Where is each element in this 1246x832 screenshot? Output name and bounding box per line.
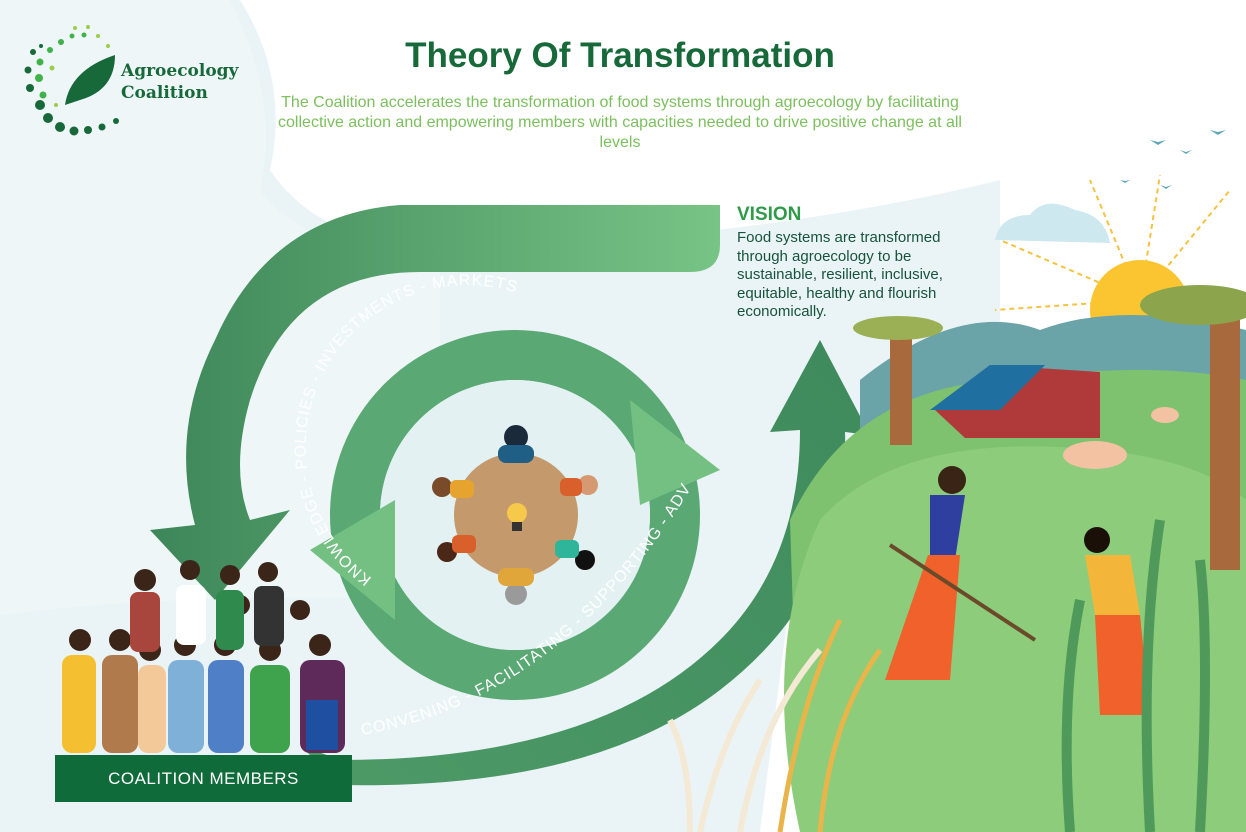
birds-icon — [1120, 130, 1226, 189]
coalition-members-illustration — [62, 560, 345, 753]
vision-text: Food systems are transformed through agr… — [737, 229, 943, 320]
round-table-illustration — [432, 425, 598, 605]
inner-arrowhead-right — [630, 400, 720, 505]
page-title: Theory Of Transformation — [405, 36, 835, 75]
outer-arrow-top — [150, 205, 720, 600]
inner-cycle-label: KNOWLEDGE - POLICIES - INVESTMENTS - MAR… — [293, 272, 520, 588]
vision-heading: VISION — [737, 204, 802, 225]
inner-cycle-ring — [330, 330, 700, 700]
logo-line2: Coalition — [121, 83, 208, 103]
inner-circle — [380, 380, 650, 650]
page-subtitle: The Coalition accelerates the transforma… — [278, 94, 962, 151]
lightbulb-icon — [507, 503, 527, 523]
inner-cycle-label-text: KNOWLEDGE - POLICIES - INVESTMENTS - MAR… — [293, 272, 519, 588]
coalition-members-label: COALITION MEMBERS — [55, 755, 352, 802]
outer-arrow-bottom — [300, 340, 870, 786]
inner-arrowhead-left — [310, 500, 395, 620]
cloud-icon — [995, 203, 1110, 243]
